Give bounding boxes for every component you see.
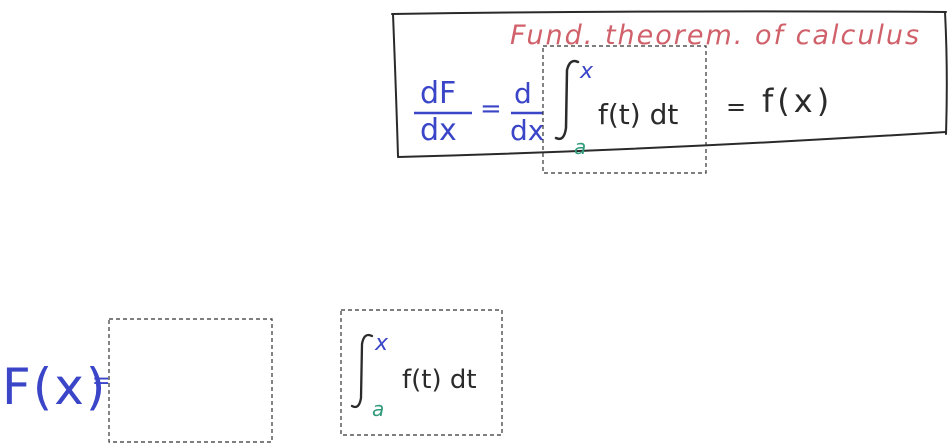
op-denominator: dx <box>510 114 544 147</box>
lhs-numerator: dF <box>420 76 456 111</box>
lhs-denominator: dx <box>420 113 457 148</box>
selection-box-bottom[interactable] <box>340 309 503 436</box>
integral-upper-top: x <box>579 59 594 84</box>
theorem-frame <box>391 10 948 158</box>
bottom-lhs: F(x) <box>2 358 107 416</box>
integral-sign-icon <box>350 333 374 409</box>
selection-box-top[interactable] <box>542 45 707 174</box>
empty-drop-box[interactable] <box>108 318 273 443</box>
integrand-bottom: f(t) dt <box>402 365 477 395</box>
integral-lower-bottom: a <box>372 397 384 421</box>
op-numerator: d <box>514 77 532 110</box>
rhs-function: f(x) <box>762 82 833 120</box>
equals-sign-2: = <box>726 93 746 121</box>
lhs-derivative: dF dx <box>414 76 472 148</box>
integral-upper-bottom: x <box>374 331 389 356</box>
integrand-top: f(t) dt <box>598 98 678 131</box>
integral-lower-top: a <box>574 135 586 159</box>
equals-sign-1: = <box>480 94 502 124</box>
bottom-equals: = <box>92 369 110 394</box>
derivative-operator: d dx <box>510 77 544 147</box>
integral-sign-icon <box>554 59 580 141</box>
